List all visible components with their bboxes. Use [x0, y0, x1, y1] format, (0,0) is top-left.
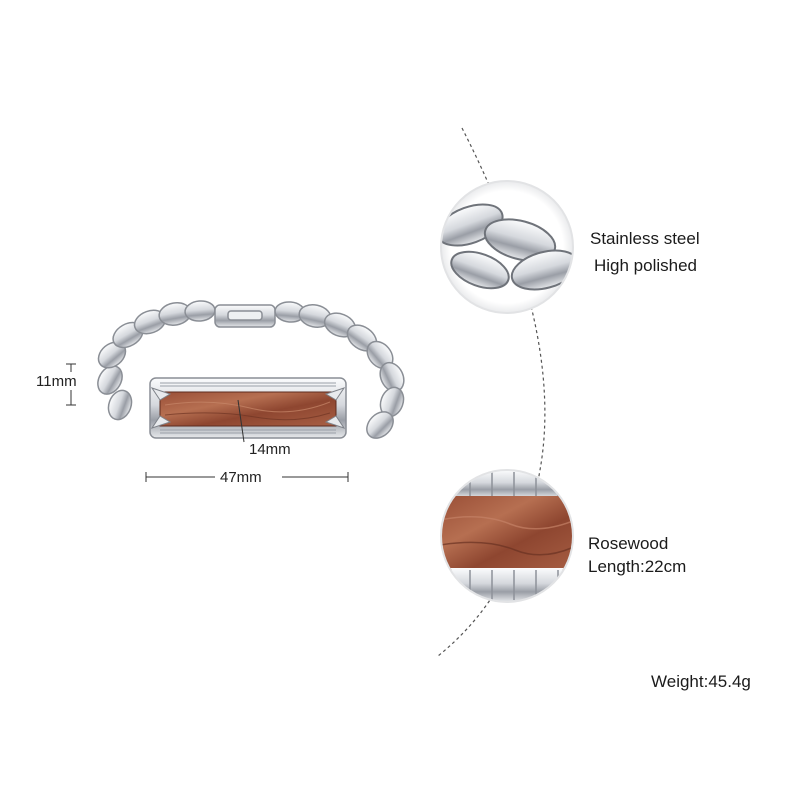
wood-material-label: Rosewood — [588, 534, 669, 553]
length-label: Length:22cm — [588, 557, 687, 576]
bracelet-image — [97, 300, 405, 439]
id-plate — [149, 377, 347, 439]
dimension-lines — [66, 363, 349, 482]
steel-material-label: Stainless steel — [590, 229, 700, 248]
steel-detail-circle — [440, 180, 574, 314]
width-dimension-label: 47mm — [220, 469, 262, 486]
weight-label: Weight:45.4g — [651, 672, 751, 691]
height-dimension-label: 11mm — [36, 373, 77, 390]
steel-finish-label: High polished — [594, 256, 698, 275]
depth-dimension-label: 14mm — [249, 441, 291, 458]
wood-detail-circle — [440, 469, 574, 603]
chain-links — [97, 300, 405, 439]
